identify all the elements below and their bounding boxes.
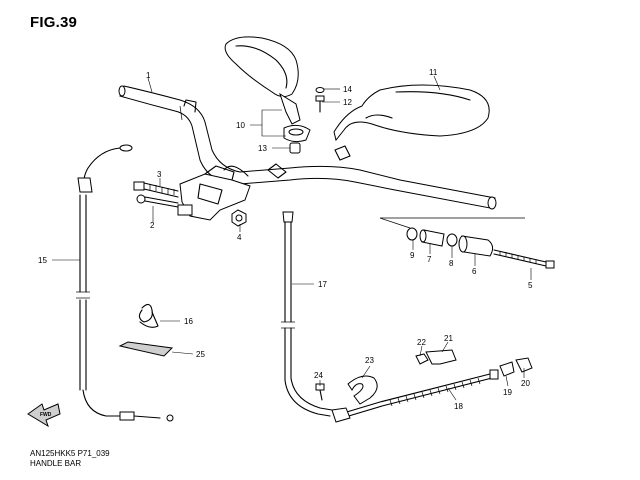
grip-end-ring-part-8[interactable] <box>446 233 458 247</box>
callout-9[interactable]: 9 <box>410 251 415 260</box>
callout-3[interactable]: 3 <box>157 170 162 179</box>
cable-part-18[interactable] <box>331 369 499 423</box>
collar-part-13[interactable] <box>289 142 301 154</box>
grip-end-sleeve-part-7[interactable] <box>419 229 445 247</box>
handlebar-part[interactable] <box>118 85 497 210</box>
leader-lines <box>52 75 532 401</box>
figure-title: FIG.39 <box>30 14 78 31</box>
callout-7[interactable]: 7 <box>427 255 432 264</box>
callout-17[interactable]: 17 <box>318 280 327 289</box>
callout-23[interactable]: 23 <box>365 356 374 365</box>
bolt-part-3[interactable] <box>133 181 179 198</box>
callout-19[interactable]: 19 <box>503 388 512 397</box>
callout-2[interactable]: 2 <box>150 221 155 230</box>
grip-end-weight-part-6[interactable] <box>458 235 494 257</box>
callout-8[interactable]: 8 <box>449 259 454 268</box>
callout-10[interactable]: 10 <box>236 121 245 130</box>
callout-14[interactable]: 14 <box>343 85 352 94</box>
callout-12[interactable]: 12 <box>343 98 352 107</box>
callout-16[interactable]: 16 <box>184 317 193 326</box>
nut-part-22[interactable] <box>415 353 429 365</box>
mirror-left-part-10[interactable] <box>224 36 311 143</box>
figure-code: AN125HKK5 P71_039 <box>30 449 110 458</box>
clip-part-20[interactable] <box>515 357 533 373</box>
screw-part-2[interactable] <box>136 194 179 208</box>
throttle-cable-part-15[interactable] <box>76 144 174 422</box>
bracket-part-21[interactable] <box>425 349 457 365</box>
clamp-part-23[interactable] <box>347 375 378 405</box>
front-arrow-label: FWD <box>40 412 52 418</box>
grip-end-screw-part-5[interactable] <box>493 249 555 269</box>
pad-part-25[interactable] <box>118 341 174 357</box>
callout-13[interactable]: 13 <box>258 144 267 153</box>
callout-1[interactable]: 1 <box>146 71 151 80</box>
lever-bracket[interactable] <box>177 165 251 221</box>
mirror-right-part-11[interactable] <box>333 84 490 142</box>
callout-numbers: 1 2 3 4 5 6 7 8 9 10 11 12 13 14 15 16 1… <box>38 68 533 411</box>
bolt-part-24[interactable] <box>315 383 325 401</box>
callout-21[interactable]: 21 <box>444 334 453 343</box>
callout-15[interactable]: 15 <box>38 256 47 265</box>
grip-assembly-guide-diag <box>379 217 411 229</box>
callout-20[interactable]: 20 <box>521 379 530 388</box>
bolt-part-12[interactable] <box>315 95 325 113</box>
callout-4[interactable]: 4 <box>237 233 242 242</box>
brake-cable-part-17[interactable] <box>281 211 333 417</box>
grip-end-collar-part-9[interactable] <box>406 227 418 241</box>
callout-11[interactable]: 11 <box>429 68 438 77</box>
figure-name: HANDLE BAR <box>30 459 82 468</box>
spring-part-16[interactable] <box>138 303 159 328</box>
callout-18[interactable]: 18 <box>454 402 463 411</box>
callout-24[interactable]: 24 <box>314 371 323 380</box>
front-direction-arrow: FWD <box>27 403 61 428</box>
nut-part-4[interactable] <box>231 209 247 227</box>
callout-25[interactable]: 25 <box>196 350 205 359</box>
clip-part-19[interactable] <box>499 361 515 377</box>
callout-6[interactable]: 6 <box>472 267 477 276</box>
cap-part-14[interactable] <box>315 87 325 93</box>
callout-22[interactable]: 22 <box>417 338 426 347</box>
callout-5[interactable]: 5 <box>528 281 533 290</box>
